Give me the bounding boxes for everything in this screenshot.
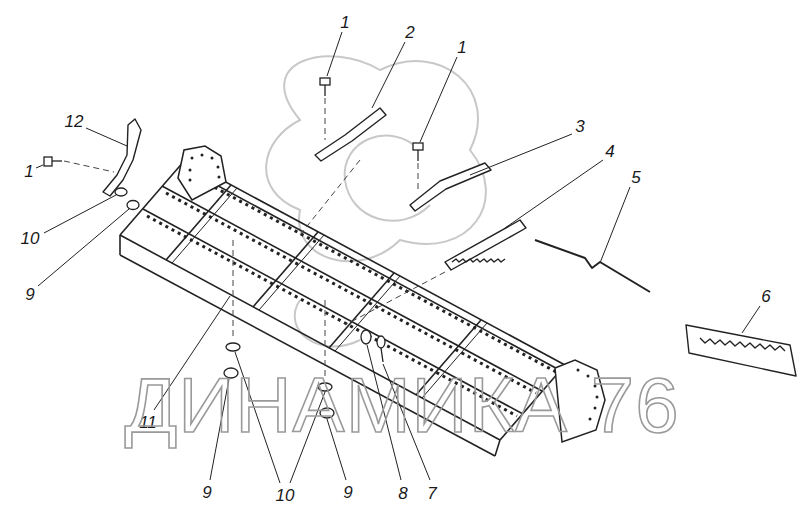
- callout-number: 2: [404, 24, 415, 41]
- bolt-7-shank: [381, 348, 383, 362]
- leader-lines: [36, 32, 760, 483]
- watermark: ДИНАМИКА 76: [124, 366, 679, 444]
- washer: [115, 188, 127, 196]
- bolt-shank: [417, 150, 418, 161]
- rod-5: [535, 240, 650, 292]
- washer-8: [361, 330, 371, 344]
- callout-number: 10: [20, 230, 41, 247]
- leader-line: [44, 195, 116, 233]
- leader-line: [420, 57, 457, 142]
- plate-6-teeth: [700, 338, 785, 351]
- leader-line: [38, 209, 129, 286]
- washer: [226, 343, 240, 351]
- back-rail-edge: [185, 168, 565, 373]
- teeth: [166, 193, 536, 393]
- callout-number: 10: [275, 487, 296, 504]
- cross-member: [120, 160, 185, 235]
- assembly-line: [64, 161, 114, 172]
- bracket-2: [315, 108, 386, 161]
- left-plate: [178, 146, 226, 200]
- arm-12: [103, 119, 141, 196]
- front-rail-end: [119, 235, 121, 255]
- callout-number: 6: [760, 288, 771, 305]
- assembly-line: [418, 163, 419, 190]
- assembly-line: [300, 160, 360, 235]
- callout-number: 7: [426, 485, 437, 502]
- plate-6: [686, 325, 796, 376]
- leader-line: [327, 32, 342, 76]
- leader-line: [505, 160, 603, 228]
- detached-parts: [103, 108, 796, 376]
- leader-line: [600, 187, 630, 263]
- callout-number: 12: [64, 113, 85, 130]
- cross-member-edge: [172, 188, 237, 263]
- bolt-shank: [324, 85, 325, 96]
- bolt-head: [320, 78, 330, 85]
- callout-number: 1: [23, 163, 34, 180]
- bolt-7-head: [377, 336, 385, 348]
- assembly-line: [325, 98, 326, 140]
- callout-number: 1: [456, 39, 467, 56]
- logo-outline: [266, 56, 486, 261]
- bolt-head: [44, 157, 52, 166]
- bolt-head: [413, 143, 423, 150]
- callout-number: 8: [397, 485, 408, 502]
- strip-4: [445, 220, 526, 270]
- teeth: [190, 174, 560, 374]
- bracket-3: [410, 163, 491, 211]
- leader-line: [86, 128, 127, 146]
- assembly-lines: [64, 98, 445, 380]
- callout-number: 9: [342, 484, 353, 501]
- callout-number: 3: [574, 118, 585, 135]
- assembly-line: [233, 240, 234, 340]
- leader-line: [36, 165, 43, 168]
- bolt-shank: [52, 160, 62, 161]
- leader-line: [470, 134, 572, 175]
- leader-line: [372, 42, 405, 108]
- callout-number: 9: [24, 286, 35, 303]
- strip-4-teeth: [452, 259, 505, 262]
- callout-number: 1: [339, 14, 350, 31]
- callout-number: 5: [630, 169, 641, 186]
- leader-line: [742, 306, 760, 333]
- nut: [127, 201, 139, 210]
- assembly-line: [345, 272, 445, 325]
- callout-number: 9: [201, 484, 212, 501]
- callout-number: 4: [604, 143, 615, 160]
